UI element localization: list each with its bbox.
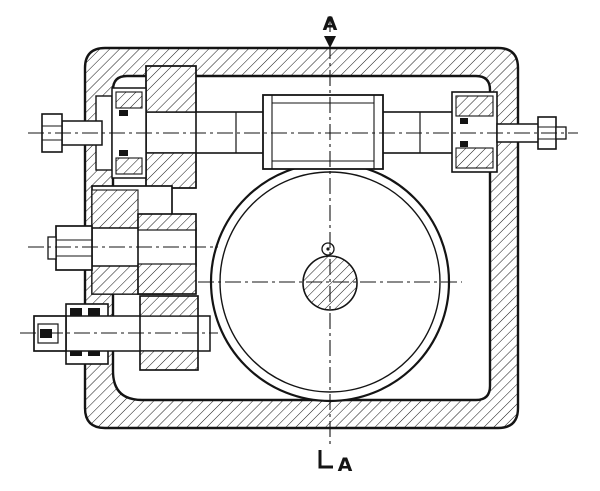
right-bearing [451,91,498,173]
section-label-top: A [323,13,338,35]
section-arrow-bottom [318,450,333,469]
section-marker-top: A [323,13,338,48]
left-top-bolt [41,113,103,153]
input-shaft-assembly [41,65,567,189]
coupling [262,94,384,170]
balance-hole-center [326,247,330,251]
section-marker-bottom: A [318,450,353,476]
center-bore [302,255,358,311]
left-top-gear [145,65,197,189]
section-arrow-top [324,36,336,48]
mid-shaft-assembly [47,185,197,295]
section-label-bottom: A [338,454,353,476]
housing-section [83,46,520,430]
centerlines [20,16,578,446]
mid-bolt [47,225,93,271]
mid-gear [137,213,197,295]
